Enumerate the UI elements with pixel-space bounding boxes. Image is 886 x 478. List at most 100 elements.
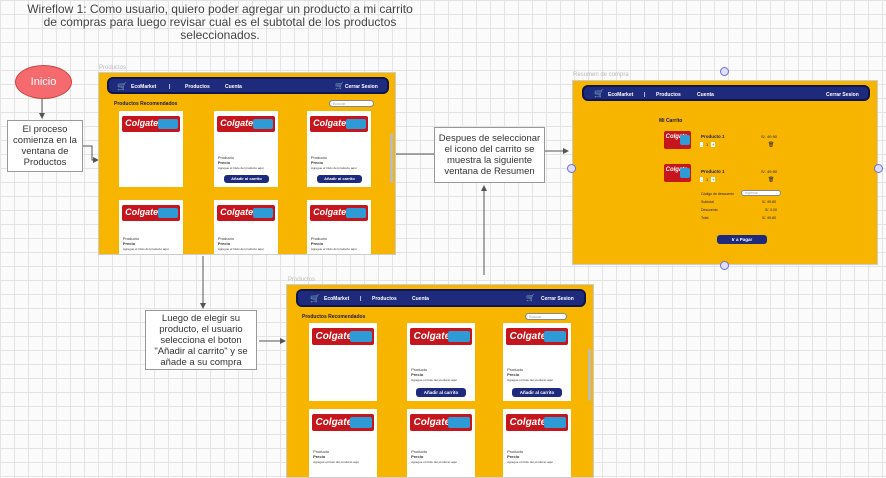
cart-icon[interactable]: 🛒 (526, 295, 535, 302)
nav-cuenta[interactable]: Cuenta (225, 84, 242, 90)
product-name: Producto (507, 449, 524, 454)
product-name: Producto (310, 236, 327, 241)
selection-handle[interactable] (720, 261, 729, 270)
qty-plus-button[interactable]: + (711, 142, 716, 147)
scrollbar[interactable] (390, 133, 393, 183)
product-price: Precio (507, 454, 520, 459)
product-desc: Agregue el título del producto aquí (313, 460, 359, 464)
product-name: Producto (411, 449, 428, 454)
product-image: Colgate (505, 328, 569, 345)
product-price: Precio (411, 454, 424, 459)
product-image: Colgate (311, 328, 375, 345)
note-summary: Despues de seleccionar el icono del carr… (434, 127, 545, 183)
product-desc: Agregue el título del producto aquí (122, 247, 169, 251)
add-to-cart-button[interactable]: Añadir al carrito (512, 388, 562, 397)
cart-item-name: Producto 1 (701, 134, 725, 139)
navbar: 🛒 EcoMarket | Productos Cuenta 🛒 Cerrar … (107, 77, 389, 94)
add-to-cart-button[interactable]: Añadir al carrito (317, 175, 362, 183)
nav-cuenta[interactable]: Cuenta (697, 92, 714, 98)
section-heading: Productos Recomendados (302, 314, 366, 320)
selection-handle[interactable] (567, 164, 576, 173)
cart-icon[interactable]: 🛒 (335, 83, 344, 90)
products-frame-1: 🛒 EcoMarket | Productos Cuenta 🛒 Cerrar … (98, 72, 396, 255)
start-node: Inicio (15, 65, 72, 99)
product-name: Producto (310, 155, 327, 160)
product-card: Colgate (119, 111, 183, 187)
product-image: Colgate (309, 205, 369, 221)
note-start-products: El proceso comienza en la ventana de Pro… (7, 120, 83, 172)
section-heading: Productos Recomendados (114, 101, 178, 107)
add-to-cart-button[interactable]: Añadir al carrito (224, 175, 269, 183)
product-name: Producto (411, 367, 428, 372)
product-desc: Agregue el título del producto aquí (310, 247, 357, 251)
frame-caption: Productos (288, 277, 316, 283)
product-desc: Agregue el título del producto aquí (217, 247, 264, 251)
selection-handle[interactable] (874, 164, 883, 173)
product-price: Precio (411, 372, 424, 377)
cart-item-image: Colgate (664, 131, 691, 149)
brand: EcoMarket (608, 92, 634, 98)
summary-frame: 🛒 EcoMarket | Productos Cuenta Cerrar Se… (572, 80, 878, 265)
trash-icon[interactable]: 🗑 (768, 142, 775, 148)
product-card: Colgate Producto Precio Agregue el títul… (407, 409, 475, 477)
total-value: S/. 99.80 (762, 216, 777, 220)
qty-plus-button[interactable]: + (711, 177, 716, 182)
product-desc: Agregue el título del producto aquí (217, 166, 264, 170)
nav-productos[interactable]: Productos (372, 296, 397, 302)
subtotal-label: Subtotal (701, 200, 714, 204)
nav-sep: | (644, 92, 646, 98)
selection-handle[interactable] (720, 67, 729, 76)
product-price: Precio (217, 241, 231, 246)
discount-label: Descuento (701, 208, 718, 212)
nav-productos[interactable]: Productos (656, 92, 681, 98)
nav-logout[interactable]: Cerrar Sesion (541, 296, 574, 302)
product-image: Colgate (505, 414, 569, 431)
cart-heading: Mi Carrito (659, 118, 683, 124)
qty-minus-button[interactable]: - (700, 177, 704, 182)
product-price: Precio (310, 241, 324, 246)
product-card: Colgate Producto Precio Agregue el títul… (309, 409, 377, 477)
cart-item-price: S/. 49.90 (761, 169, 778, 174)
product-price: Precio (310, 160, 324, 165)
nav-productos[interactable]: Productos (185, 84, 210, 90)
product-name: Producto (217, 155, 234, 160)
discount-value: S/. 0.00 (765, 208, 778, 212)
pay-button[interactable]: Ir a Pagar (717, 235, 767, 244)
product-desc: Agregue el título del producto aquí (411, 378, 457, 382)
search-input[interactable]: Buscar (525, 313, 567, 320)
product-image: Colgate (309, 116, 369, 132)
product-name: Producto (507, 367, 524, 372)
cart-logo-icon: 🛒 (594, 89, 604, 98)
product-price: Precio (313, 454, 326, 459)
nav-logout[interactable]: Cerrar Sesion (345, 84, 378, 90)
product-card: Colgate Producto Precio Agregue el títul… (407, 323, 475, 401)
product-card: Colgate Producto Precio Agregue el títul… (214, 111, 278, 187)
cart-logo-icon: 🛒 (117, 82, 127, 91)
nav-sep: | (360, 296, 362, 302)
product-desc: Agregue el título del producto aquí (310, 166, 357, 170)
trash-icon[interactable]: 🗑 (768, 177, 775, 183)
navbar: 🛒 EcoMarket | Productos Cuenta 🛒 Cerrar … (296, 289, 586, 307)
product-image: Colgate (409, 414, 473, 431)
add-to-cart-button[interactable]: Añadir al carrito (416, 388, 466, 397)
product-image: Colgate (216, 205, 276, 221)
nav-cuenta[interactable]: Cuenta (412, 296, 429, 302)
cart-item-name: Producto 1 (701, 169, 725, 174)
product-card: Colgate Producto Precio Agregue el títul… (503, 409, 571, 477)
product-price: Precio (122, 241, 136, 246)
qty-minus-button[interactable]: - (700, 142, 704, 147)
product-image: Colgate (216, 116, 276, 132)
product-name: Producto (122, 236, 139, 241)
coupon-input[interactable]: Ingresar (741, 190, 781, 196)
cart-item-qty: 1 (706, 177, 709, 182)
search-input[interactable]: Buscar (329, 100, 374, 107)
brand: EcoMarket (324, 296, 350, 302)
product-name: Producto (313, 449, 330, 454)
nav-logout[interactable]: Cerrar Sesion (826, 92, 859, 98)
navbar: 🛒 EcoMarket | Productos Cuenta Cerrar Se… (582, 85, 870, 101)
product-image: Colgate (409, 328, 473, 345)
product-image: Colgate (311, 414, 375, 431)
product-card: Colgate Producto Precio Agregue el títul… (119, 200, 183, 254)
scrollbar[interactable] (588, 349, 591, 401)
product-image: Colgate (121, 205, 181, 221)
